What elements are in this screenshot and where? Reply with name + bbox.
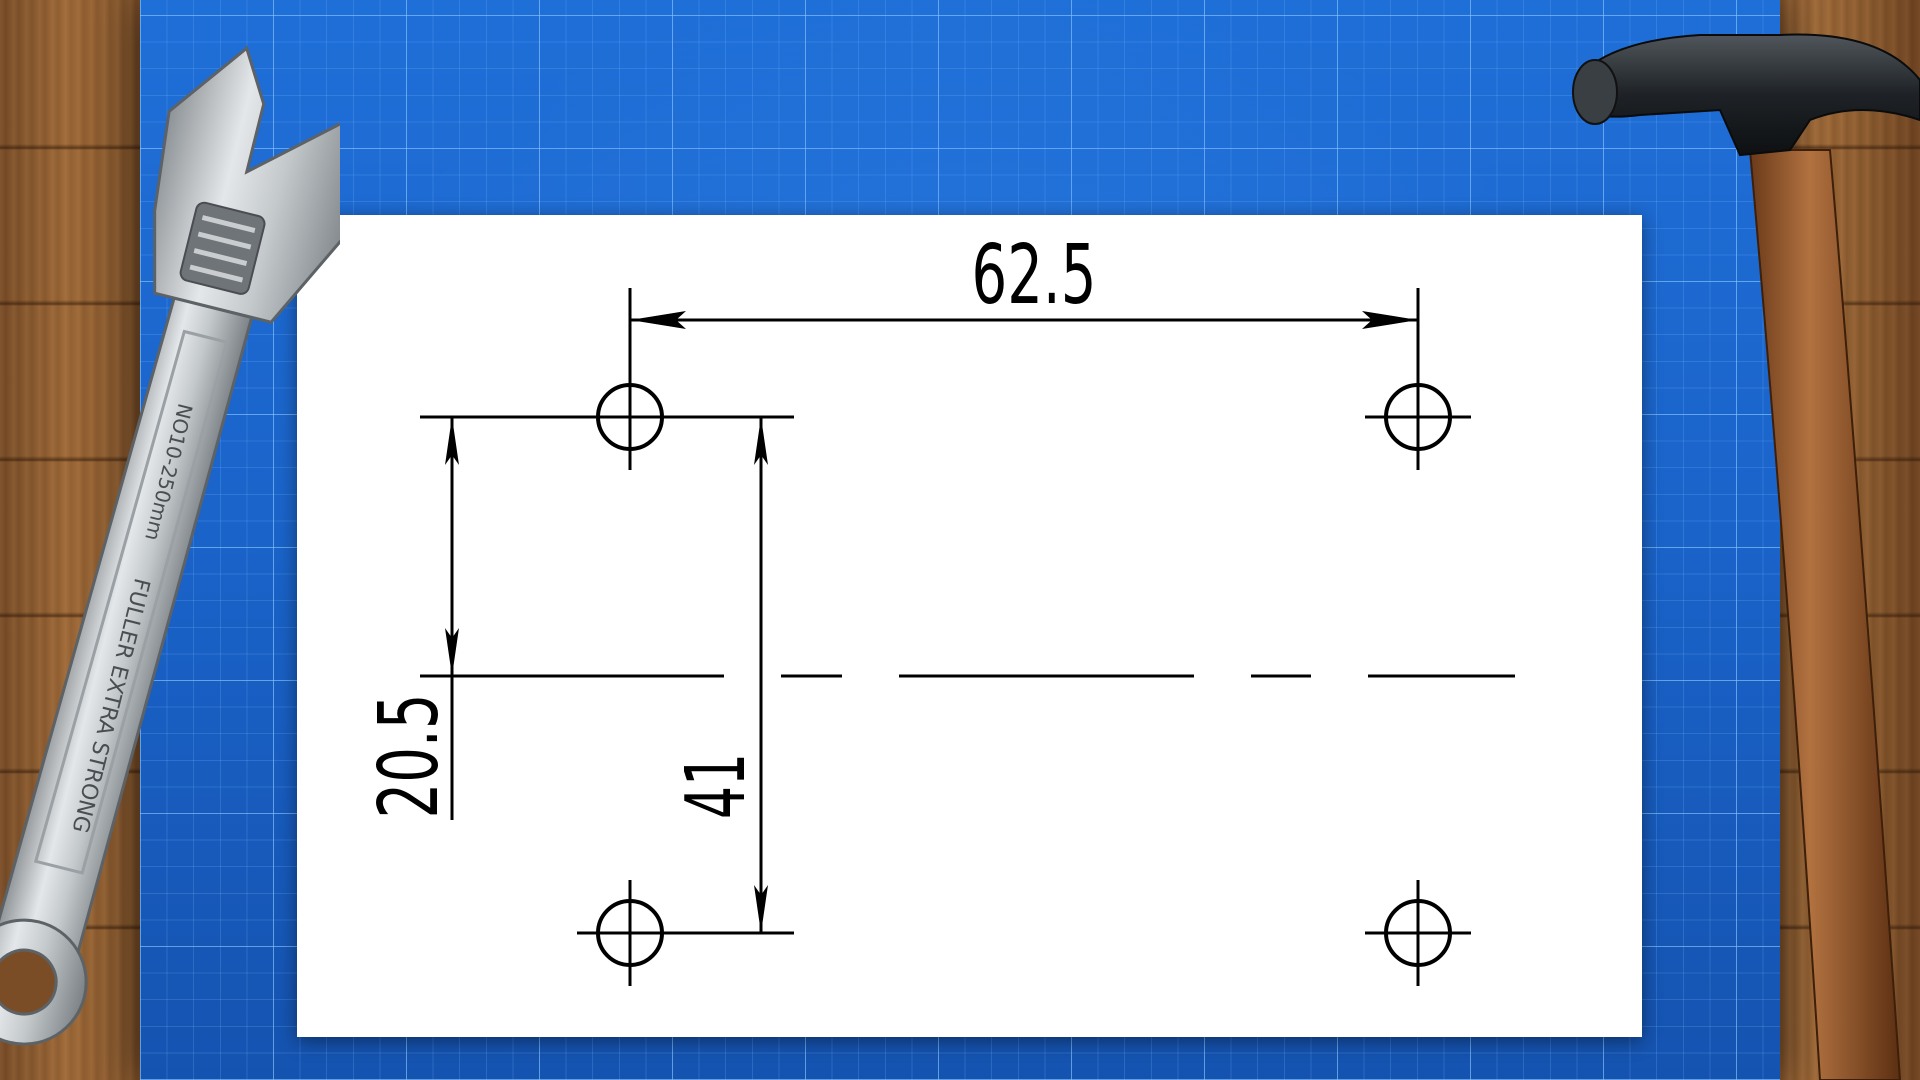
drawing-sheet: 62.5 20.5 41 [297,215,1642,1037]
hole-bottom-right [1365,880,1471,986]
technical-drawing: 62.5 20.5 41 [362,228,1515,986]
hole-bottom-left [577,880,683,986]
wrench-icon: NO10-250mm FULLER EXTRA STRONG [0,45,340,1046]
dimension-label-20-5: 20.5 [362,694,457,819]
dimension-label-41: 41 [669,753,764,819]
hole-top-right [1365,383,1471,470]
dimension-label-62-5: 62.5 [972,228,1097,323]
hole-top-left [596,383,664,470]
